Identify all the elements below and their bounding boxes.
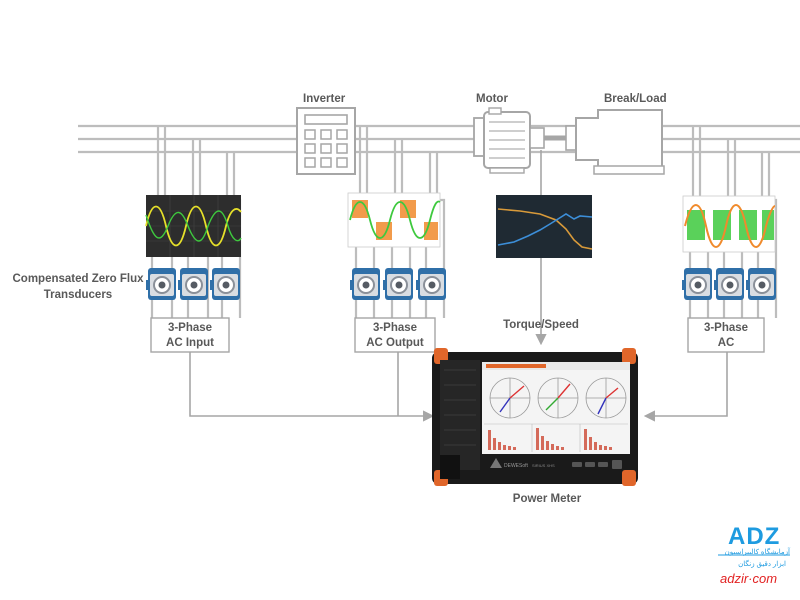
current-transducer-icon xyxy=(682,268,712,300)
ac-output-label-2: AC Output xyxy=(366,337,424,349)
adz-logo: ADZ آزمایشگاه کالیبراسیون ابزار دقیق زنگ… xyxy=(718,523,791,586)
logo-persian-1: آزمایشگاه کالیبراسیون xyxy=(725,546,791,556)
power-bus-lines xyxy=(78,124,800,154)
logo-mark: ADZ xyxy=(728,523,780,550)
input-signal-arrow xyxy=(189,352,435,422)
current-transducer-icon xyxy=(714,268,744,300)
current-transducer-icon xyxy=(383,268,413,300)
current-transducer-icon xyxy=(178,268,208,300)
ac-label-1: 3-Phase xyxy=(704,322,748,334)
brake-load-label: Break/Load xyxy=(604,93,667,105)
brake-load-icon xyxy=(565,109,665,175)
logo-site: adzir·com xyxy=(720,571,777,586)
power-meter-device: DEWESoft SIRIUS XHS xyxy=(432,348,638,486)
power-meter-label: Power Meter xyxy=(513,493,582,505)
transducers-label-2: Transducers xyxy=(44,289,112,301)
ac-signal-arrow xyxy=(643,352,728,422)
device-model: SIRIUS XHS xyxy=(532,463,555,468)
torque-speed-screen xyxy=(496,195,593,258)
ac-input-label-1: 3-Phase xyxy=(168,322,212,334)
current-transducer-icon xyxy=(416,268,446,300)
ac-input-label-2: AC Input xyxy=(166,337,214,349)
ac-output-box xyxy=(354,317,436,353)
transducers-label-1: Compensated Zero Flux xyxy=(13,273,145,285)
input-waveform-screen xyxy=(145,195,242,257)
motor-label: Motor xyxy=(476,93,508,105)
device-brand: DEWESoft xyxy=(504,463,529,469)
output-waveform-screen xyxy=(347,192,441,248)
transducer-group xyxy=(146,268,776,300)
ac-waveform-screen xyxy=(682,195,776,253)
inverter-icon xyxy=(296,107,356,175)
torque-speed-label: Torque/Speed xyxy=(503,319,579,331)
inverter-label: Inverter xyxy=(303,93,346,105)
logo-persian-2: ابزار دقیق زنگان xyxy=(738,559,786,568)
motor-icon xyxy=(473,107,545,174)
current-transducer-icon xyxy=(210,268,240,300)
current-transducer-icon xyxy=(746,268,776,300)
ac-box xyxy=(687,317,765,353)
ac-label-2: AC xyxy=(718,337,735,349)
current-transducer-icon xyxy=(146,268,176,300)
current-transducer-icon xyxy=(350,268,380,300)
ac-output-label-1: 3-Phase xyxy=(373,322,417,334)
